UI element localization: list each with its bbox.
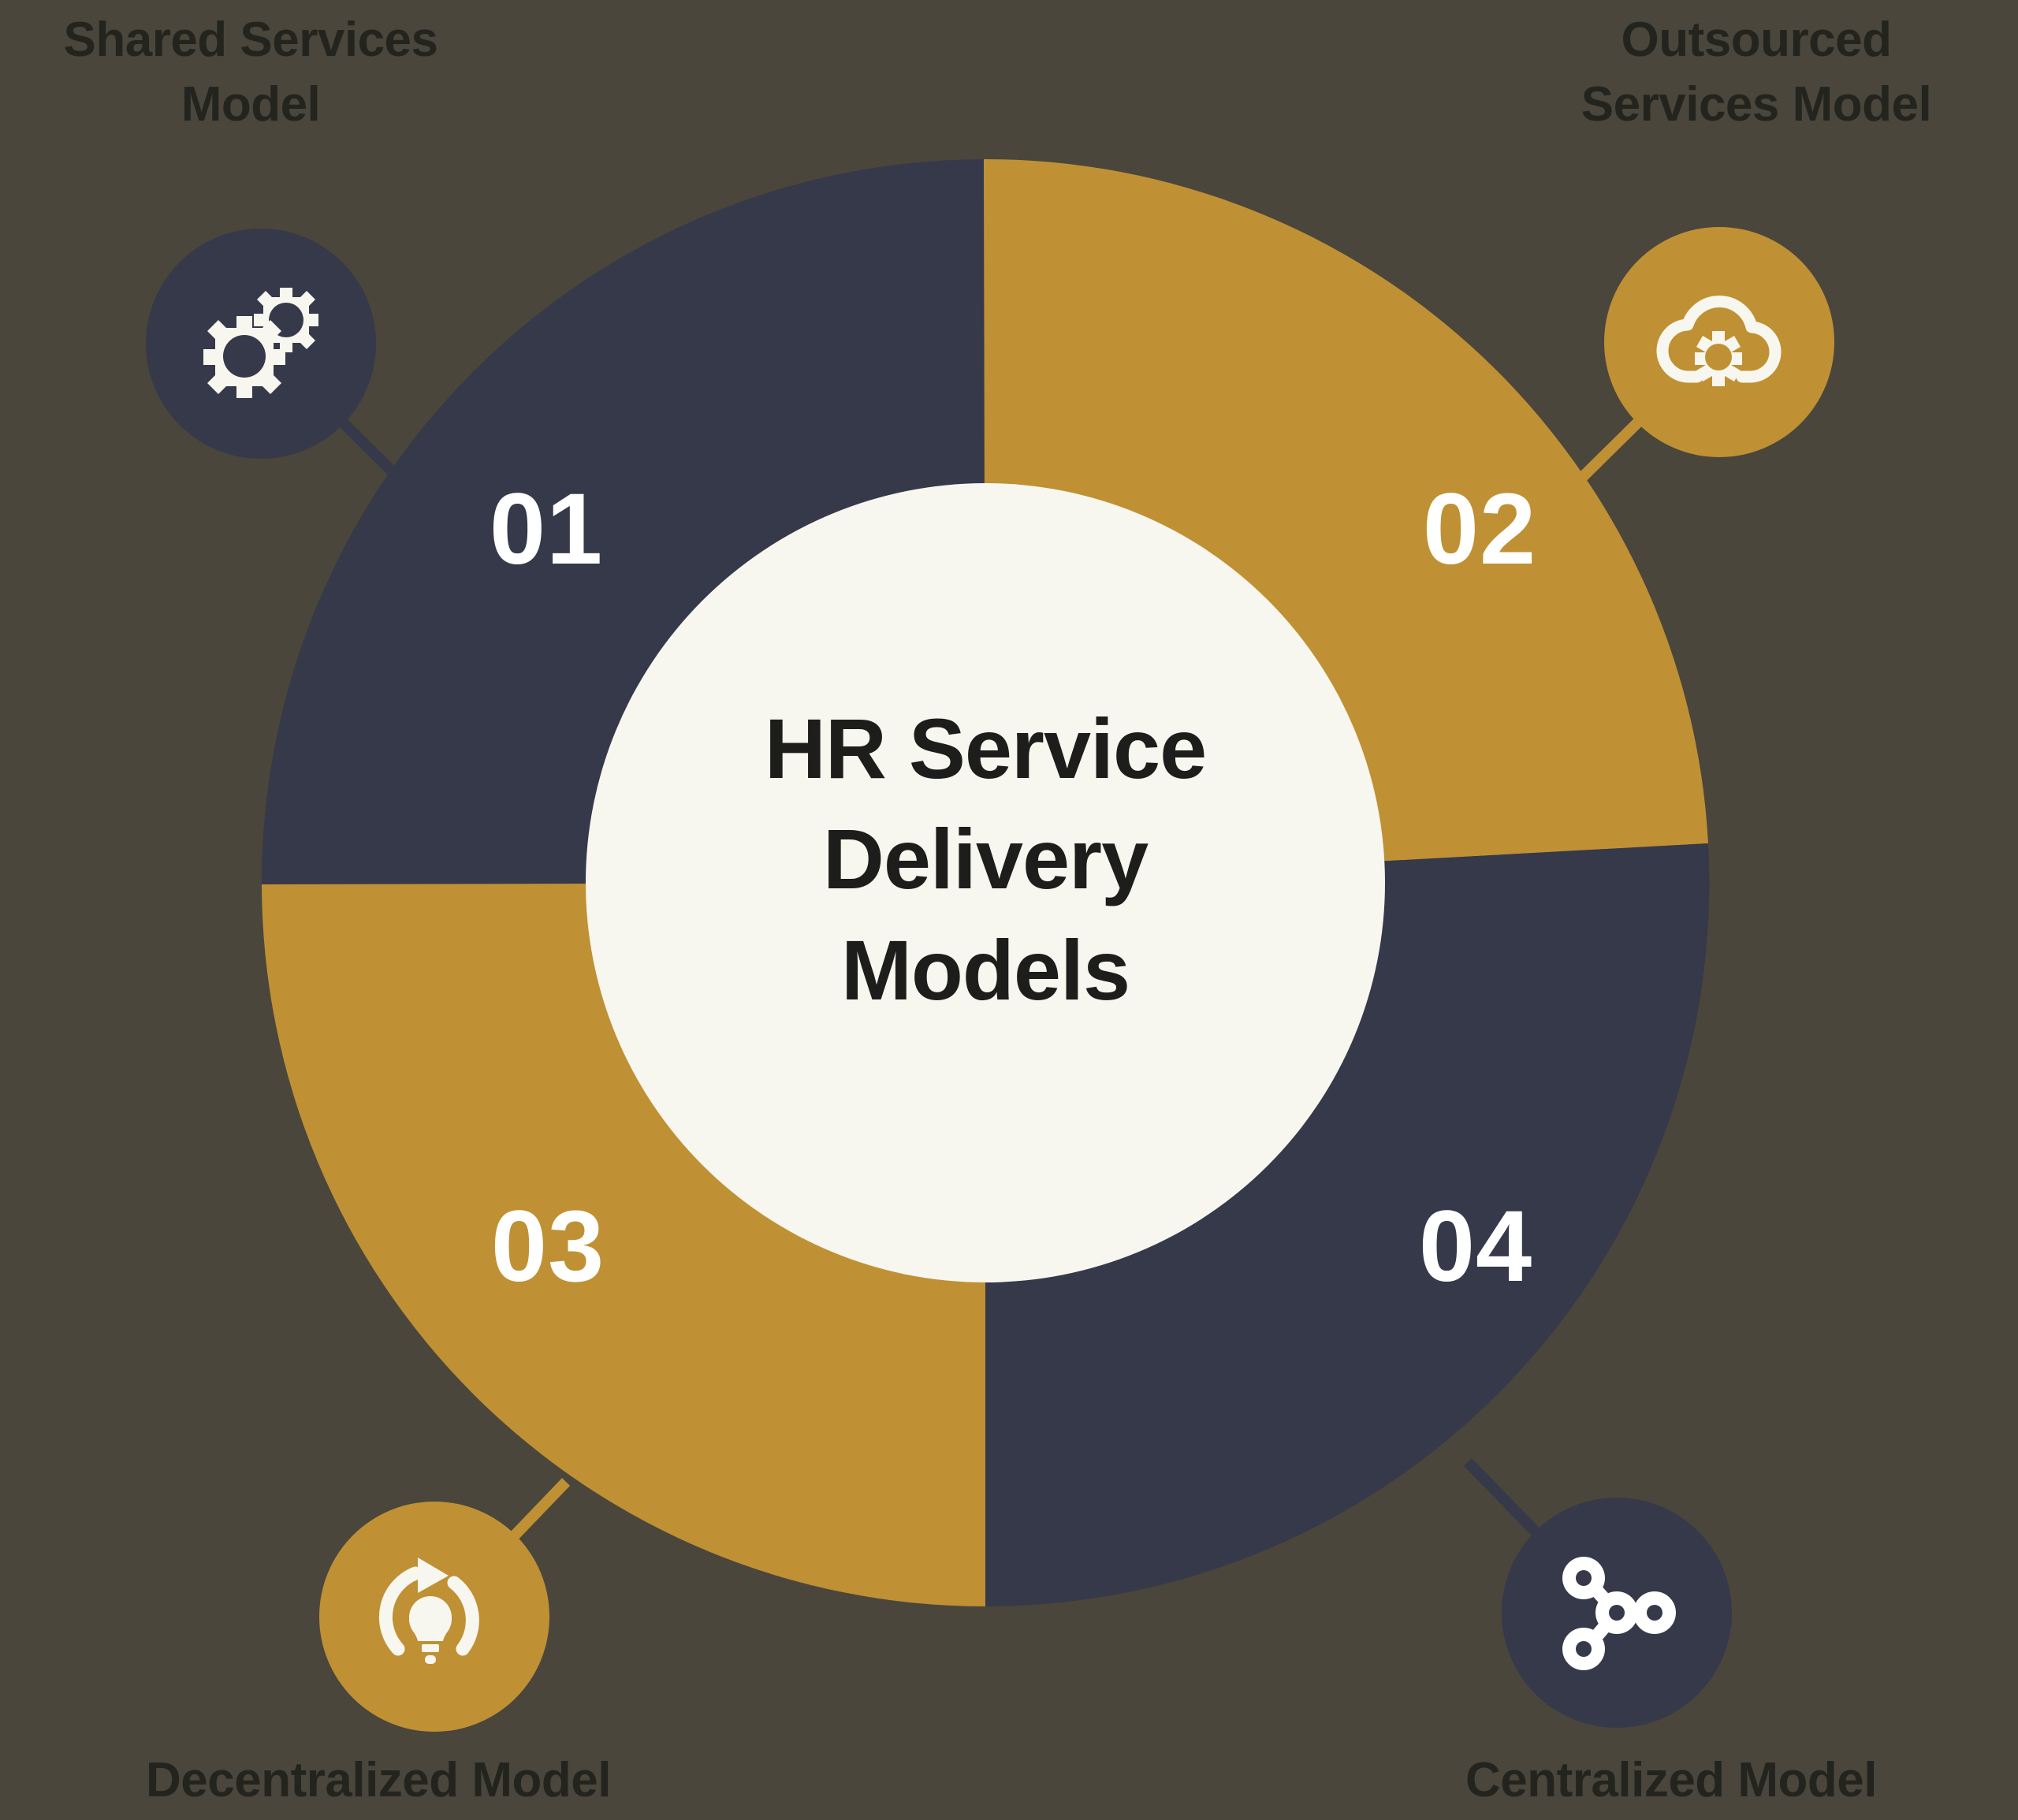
gears-icon [203, 288, 318, 398]
donut-center-hub [586, 483, 1385, 1282]
segment-label-01: Shared Services Model [63, 13, 438, 132]
segment-label-02: Outsourced Services Model [1581, 13, 1932, 132]
segment-number-03: 03 [490, 1190, 605, 1303]
segment-number-02: 02 [1422, 473, 1537, 586]
icon-bubble-04[interactable] [1502, 1498, 1732, 1728]
network-hub-icon [1562, 1557, 1676, 1670]
lightbulb-refresh-icon [378, 1557, 479, 1664]
icon-bubble-01[interactable] [146, 229, 376, 459]
icon-bubble-02[interactable] [1604, 227, 1834, 457]
page-title: HR Service Delivery Models [764, 701, 1207, 1018]
cloud-gear-icon [1656, 295, 1782, 386]
segment-number-01: 01 [489, 473, 604, 586]
segment-number-04: 04 [1418, 1190, 1533, 1303]
segment-label-03: Decentralized Model [146, 1753, 611, 1807]
segment-label-04: Centralized Model [1465, 1753, 1878, 1807]
icon-bubble-03[interactable] [319, 1502, 549, 1732]
